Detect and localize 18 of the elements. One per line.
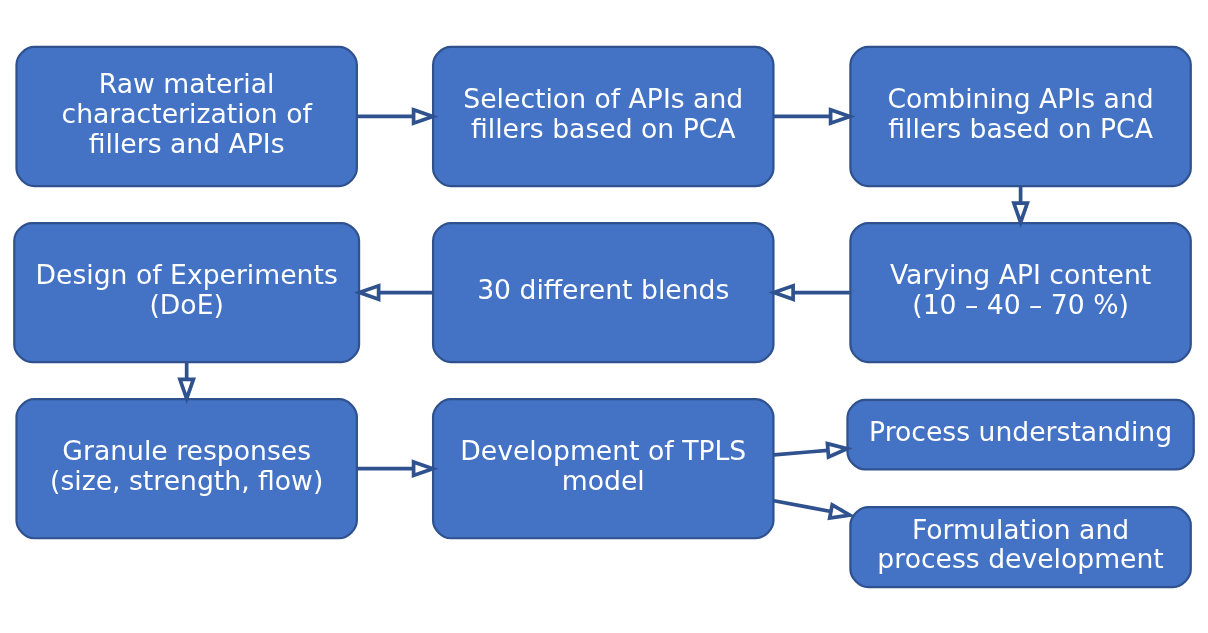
node-box: Granule responses (size, strength, flow): [15, 397, 358, 539]
arrow: [768, 282, 850, 302]
node-box: 30 different blends: [431, 221, 775, 363]
node-box: Development of TPLS model: [431, 397, 775, 539]
arrow: [357, 458, 439, 478]
node-box: Raw material characterization of fillers and APIs: [15, 45, 358, 187]
node-box: Combining APIs and fillers based on PCA: [849, 45, 1192, 187]
arrow: [353, 282, 433, 302]
node-box: Selection of APIs and fillers based on PCA: [431, 45, 775, 187]
arrow: [177, 362, 196, 404]
arrow: [773, 440, 853, 460]
arrow: [357, 106, 439, 126]
node-box: Formulation and process development: [849, 505, 1192, 588]
node-box: Varying API content (10 – 40 – 70 %): [849, 221, 1192, 363]
arrow: [773, 106, 856, 126]
node-box: Design of Experiments (DoE): [13, 221, 361, 363]
arrow: [773, 498, 856, 520]
node-box: Process understanding: [846, 398, 1195, 471]
